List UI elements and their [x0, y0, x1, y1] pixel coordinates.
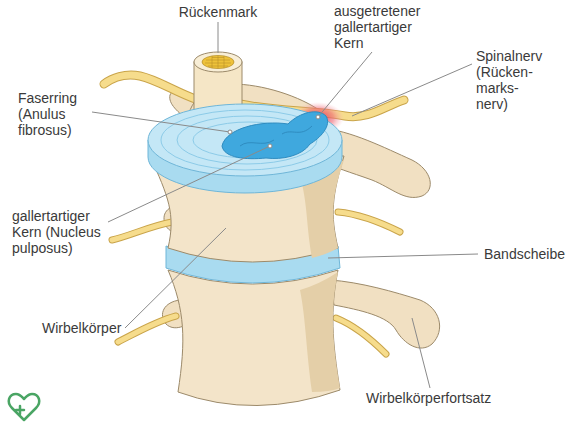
- annulus-fibrosus: [148, 104, 342, 176]
- vertebral-body: [168, 270, 340, 406]
- nerve-outline: [112, 222, 172, 240]
- nerve-outline: [118, 316, 176, 342]
- vertebral-column: [148, 140, 344, 406]
- body-shading: [300, 272, 340, 392]
- logo-heart: [9, 394, 39, 420]
- nerve: [112, 222, 172, 240]
- nucleus-pulposus: [222, 112, 328, 159]
- disc-top: [148, 102, 344, 176]
- leader-dot: [268, 144, 272, 148]
- nerve-outline: [104, 75, 198, 100]
- nerve: [338, 212, 400, 232]
- leader-lines: [92, 22, 478, 388]
- part-label: Faserring (Anulus fibrosus): [18, 90, 98, 138]
- part-label: Bandscheibe: [484, 246, 580, 262]
- leader-line: [218, 22, 219, 53]
- logo: [9, 394, 39, 420]
- nerve: [104, 75, 198, 100]
- leader-line: [92, 112, 230, 132]
- logo-cross: [16, 406, 24, 414]
- part-label: gallertartiger Kern (Nucleus pulposus): [12, 208, 117, 256]
- part-label: Rückenmark: [176, 4, 260, 20]
- nerve: [118, 316, 176, 342]
- annulus-ring: [161, 110, 329, 170]
- leader-line: [108, 146, 270, 222]
- leader-line: [412, 318, 430, 388]
- nerve: [336, 318, 386, 354]
- cord-top: [194, 52, 242, 72]
- nucleus-texture: [240, 126, 312, 146]
- leader-line: [125, 228, 226, 328]
- cord-texture: [205, 56, 231, 68]
- part-label: ausgetretener gallertartiger Kern: [334, 3, 439, 51]
- part-label: Wirbelkörper: [42, 320, 152, 336]
- leader-line: [318, 52, 372, 117]
- leader-dot: [316, 115, 320, 119]
- nerve-outline: [338, 212, 400, 232]
- lower-right-process: [330, 280, 440, 348]
- part-label: Wirbelkörperfortsatz: [366, 390, 536, 406]
- leader-line: [328, 254, 478, 258]
- cord-core: [202, 56, 234, 69]
- leader-dot: [228, 130, 232, 134]
- nerve-outline: [336, 318, 386, 354]
- part-label: Spinalnerv (Rücken- marks- nerv): [476, 48, 548, 112]
- leader-line: [352, 64, 472, 116]
- leader-dots: [228, 115, 320, 148]
